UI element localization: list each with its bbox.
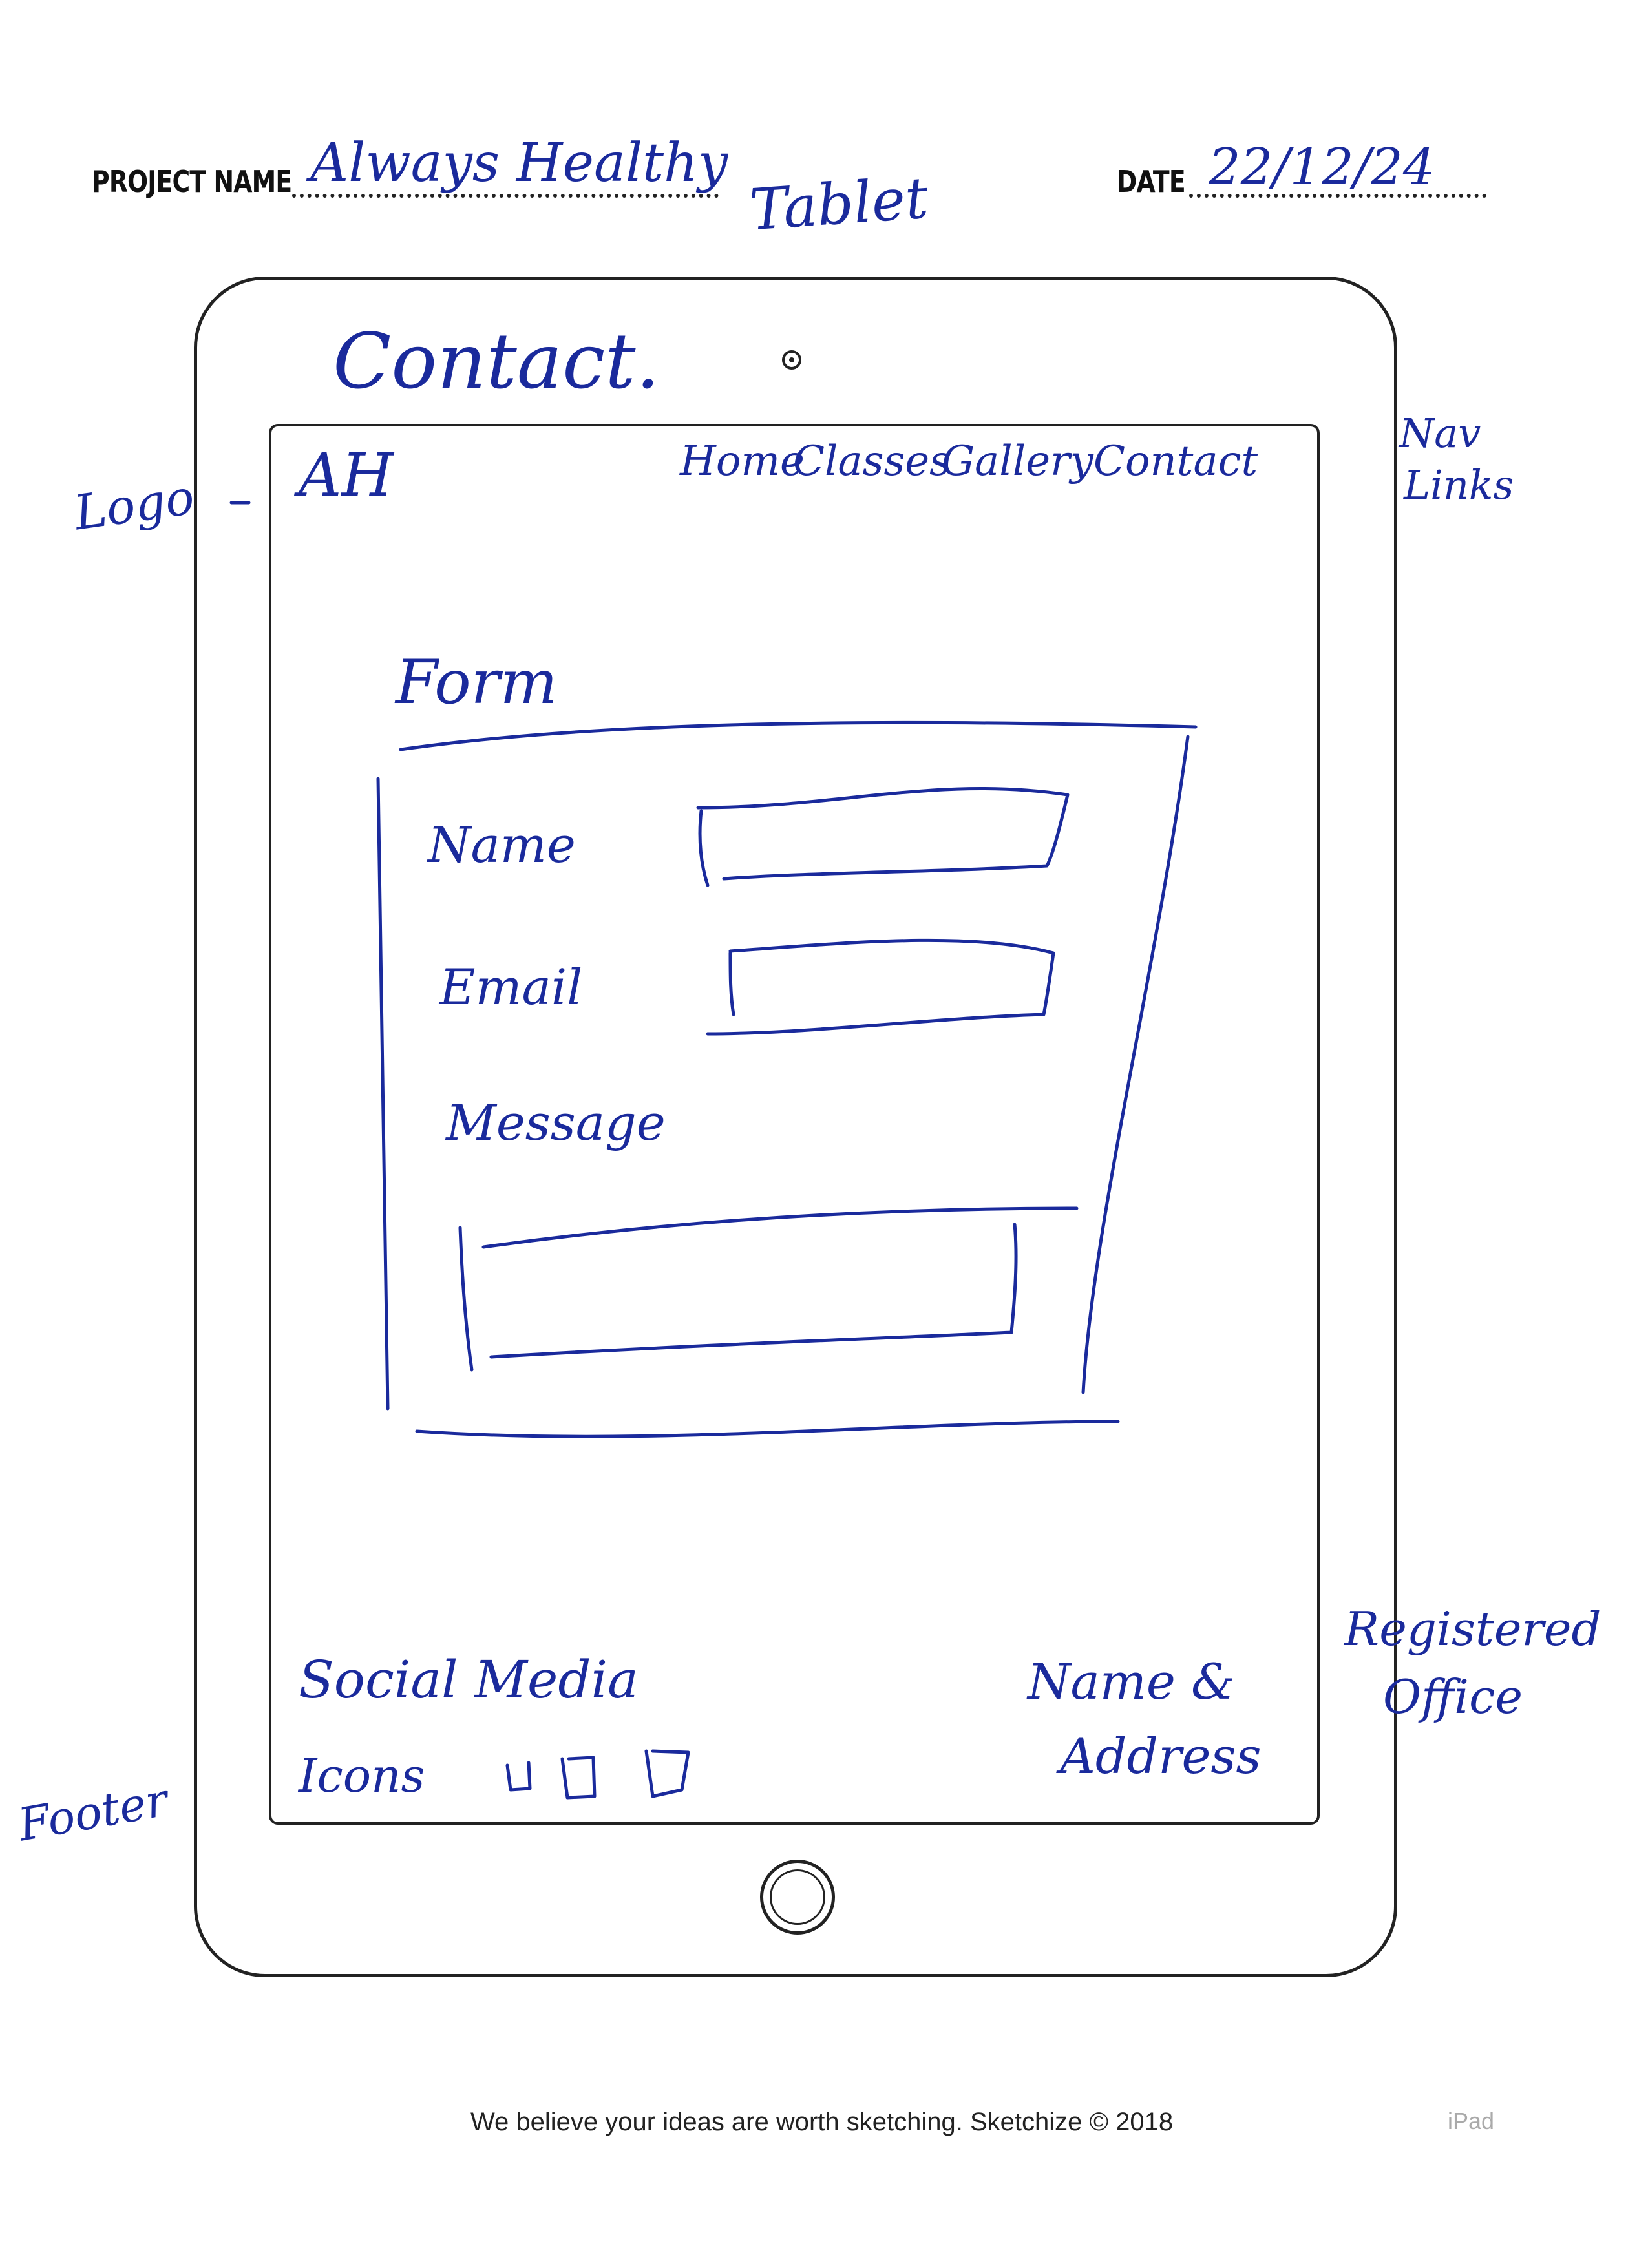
annotation-office-line2: Office: [1383, 1670, 1523, 1724]
nav-link-contact[interactable]: Contact: [1093, 437, 1258, 485]
message-label: Message: [446, 1094, 666, 1151]
form-container-right: [1081, 735, 1190, 1394]
date-label: DATE: [1117, 164, 1186, 199]
form-container-top: [399, 720, 1198, 751]
footer-device-label: iPad: [1448, 2108, 1495, 2134]
footer-name-text: Name &: [1028, 1653, 1235, 1710]
name-input-box: [696, 786, 1070, 887]
annotation-nav-line1: Nav: [1399, 410, 1481, 457]
message-input-box: [458, 1206, 1079, 1372]
footer-address-text: Address: [1060, 1727, 1262, 1785]
footer-social-text: Social Media: [299, 1650, 639, 1710]
logo-text: AH: [299, 441, 394, 510]
social-icon-1: [505, 1761, 532, 1792]
date-value: 22/12/24: [1209, 138, 1435, 196]
camera-icon: [782, 350, 801, 370]
footer-tagline: We believe your ideas are worth sketchin…: [470, 2108, 1174, 2136]
footer-icons-text: Icons: [299, 1748, 425, 1803]
ipad-screen: [269, 424, 1320, 1825]
project-name-label: PROJECT NAME: [92, 164, 292, 199]
social-icon-2: [560, 1756, 597, 1800]
nav-link-gallery[interactable]: Gallery: [942, 437, 1093, 485]
social-icon-3: [644, 1749, 690, 1798]
name-label: Name: [428, 816, 576, 874]
email-input-box: [706, 938, 1055, 1036]
annotation-nav-line2: Links: [1404, 461, 1514, 509]
home-button-icon: [760, 1860, 835, 1935]
page-title: Contact.: [333, 317, 660, 406]
project-name-line: [292, 194, 719, 198]
form-container-bottom: [415, 1420, 1120, 1438]
date-line: [1189, 194, 1486, 198]
nav-link-home[interactable]: Home: [680, 437, 805, 485]
annotation-office-line1: Registered: [1344, 1602, 1601, 1656]
email-label: Email: [439, 958, 583, 1016]
nav-link-classes[interactable]: Classes: [793, 437, 951, 485]
project-name-value: Always Healthy: [310, 132, 728, 194]
form-heading: Form: [396, 647, 558, 718]
ipad-frame: [194, 277, 1397, 1977]
form-container-left: [376, 777, 390, 1411]
